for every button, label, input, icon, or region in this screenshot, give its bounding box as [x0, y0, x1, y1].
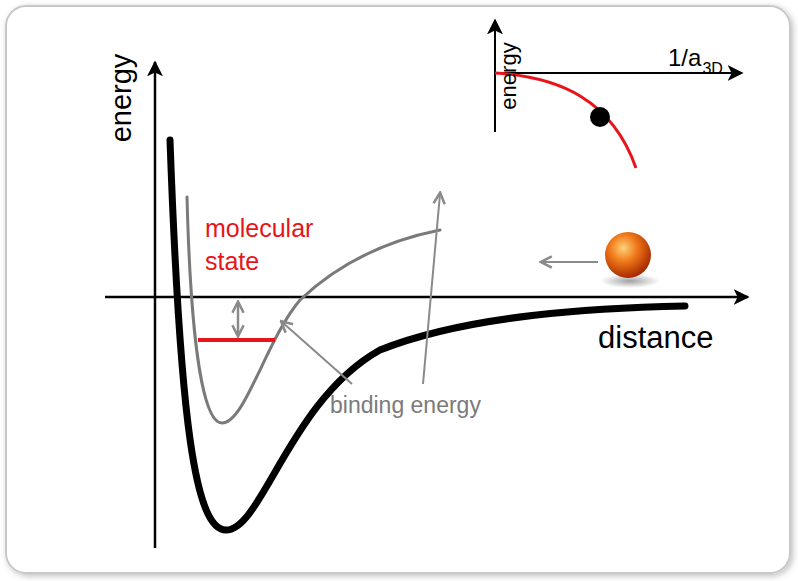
energy-axis [154, 62, 157, 548]
inset-axis-title: 1/a [668, 44, 701, 72]
binding-energy-arrow [237, 303, 240, 335]
frame [6, 6, 790, 573]
subscript: 3D [702, 60, 722, 78]
leader-arrow [423, 194, 440, 384]
axis-title: distance [598, 320, 713, 356]
motion-arrow [542, 261, 598, 263]
atom [605, 232, 651, 278]
state-label: molecular state [205, 212, 335, 277]
distance-axis [105, 296, 748, 299]
closed-channel-curve [187, 197, 440, 423]
inset-axis-title: energy [496, 42, 521, 109]
axis-title: energy [105, 54, 138, 143]
molecular-level [198, 338, 275, 342]
inset-point [590, 107, 610, 127]
inset-energy-axis [494, 20, 496, 132]
annotation: binding energy [330, 392, 481, 418]
leader-arrow [282, 322, 352, 384]
